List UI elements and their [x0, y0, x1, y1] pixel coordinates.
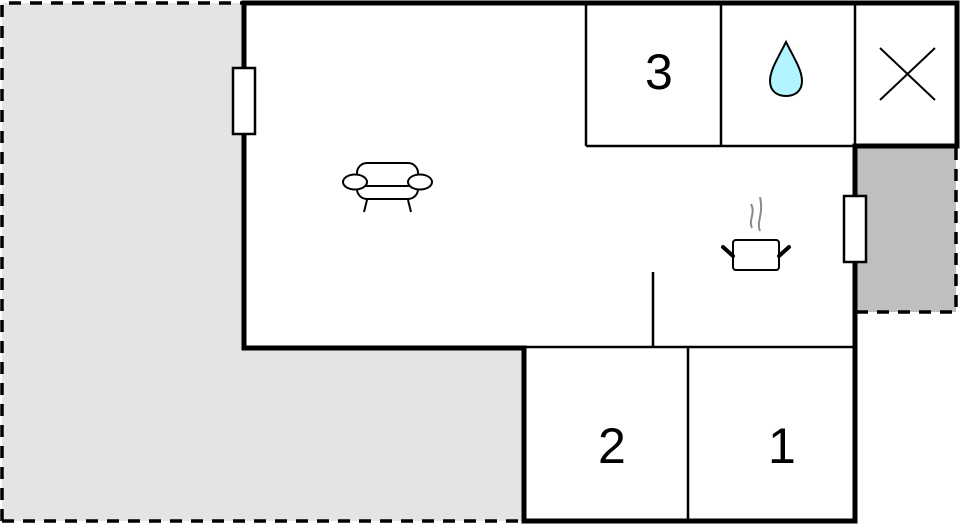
room-label-2: 2: [598, 418, 626, 474]
cooking-pot-icon: [721, 196, 791, 271]
exterior-walls: [241, 0, 960, 524]
sofa-icon: [342, 162, 433, 213]
balcony-door: [842, 194, 868, 264]
terrace-area: [0, 1, 524, 523]
balcony-area: [856, 148, 958, 314]
house-interior: [244, 3, 957, 521]
terrace-door: [231, 66, 257, 136]
water-drop-icon: [768, 39, 804, 98]
room-label-1: 1: [768, 418, 796, 474]
interior-walls: [524, 3, 857, 521]
room-label-3: 3: [645, 44, 673, 100]
cross-icon: [879, 47, 936, 101]
